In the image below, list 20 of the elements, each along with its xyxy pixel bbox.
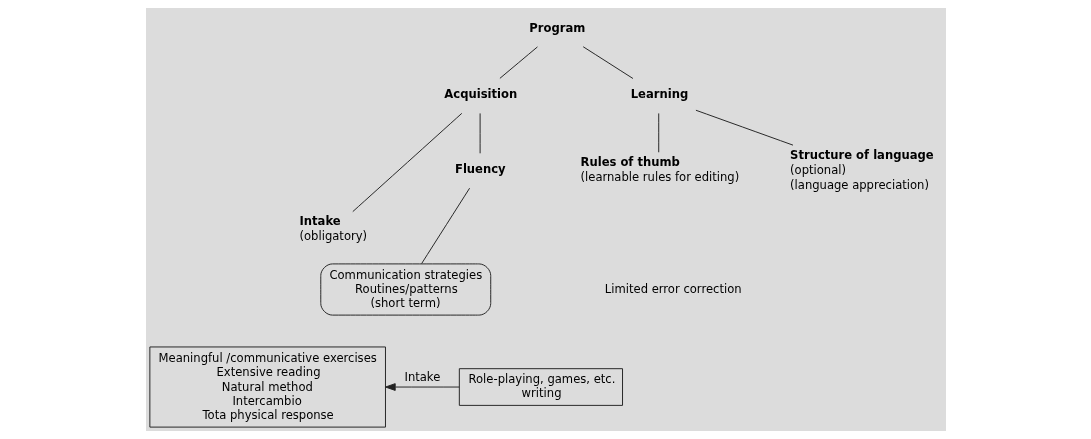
connector — [351, 112, 462, 213]
node-text: Program — [528, 20, 585, 35]
connector — [582, 46, 633, 79]
connector — [479, 112, 481, 154]
node-box: Meaningful /communicative exercises Extensive reading Natural method Intercambio Tota physical response — [148, 346, 386, 428]
node-text: Fluency — [454, 162, 506, 177]
node-text: Intake (obligatory) — [299, 213, 367, 244]
connector — [498, 46, 538, 79]
node-text: Learning — [630, 87, 688, 102]
edge-label: Intake — [404, 369, 440, 384]
connector — [694, 109, 793, 146]
node-text: Rules of thumb (learnable rules for editing) — [580, 154, 739, 184]
connector — [420, 187, 470, 265]
node-text: Structure of language (optional) (language appreciation) — [789, 147, 934, 192]
connector — [657, 112, 659, 153]
label: Limited error correction — [604, 281, 742, 296]
node-box: Communication strategies Routines/patterns (short term) — [319, 263, 491, 316]
node-text: Acquisition — [443, 87, 517, 102]
arrow — [384, 383, 460, 391]
node-box: Role-playing, games, etc. writing — [458, 368, 623, 406]
